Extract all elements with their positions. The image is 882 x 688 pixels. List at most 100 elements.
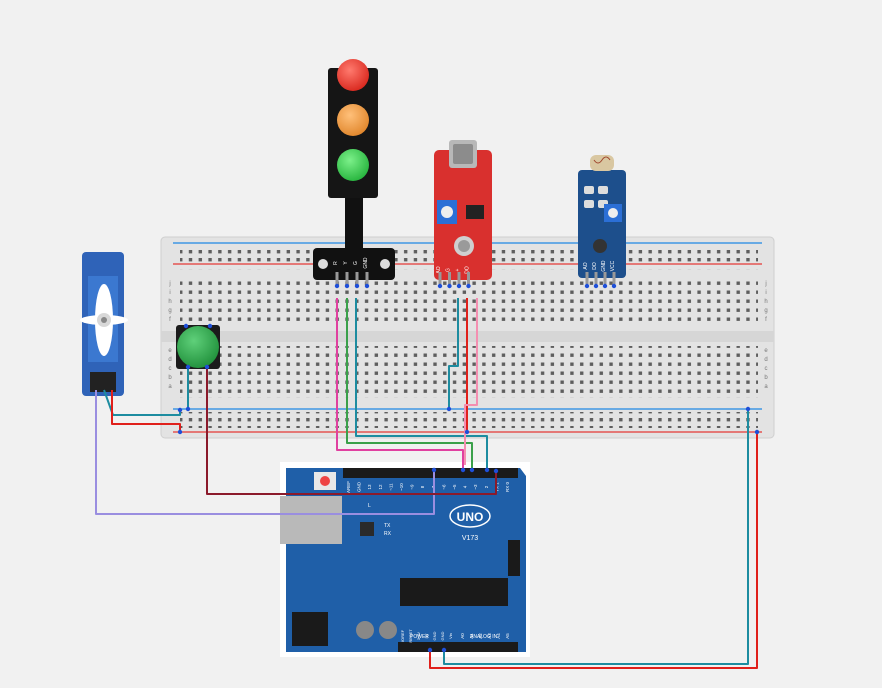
digital-pin-label: 13 — [367, 484, 372, 490]
light-sensor-pin-label: GND — [601, 260, 607, 272]
green-led — [337, 149, 369, 181]
wire-sound-pink[interactable] — [464, 298, 478, 465]
row-letter: g — [168, 308, 171, 314]
traffic-light-pin[interactable] — [335, 272, 339, 284]
wire-servo-teal[interactable] — [103, 389, 181, 416]
capacitor-icon — [356, 621, 374, 639]
row-letter: e — [764, 348, 768, 354]
sound-sensor-pin-connector[interactable] — [447, 283, 452, 289]
digital-header — [343, 468, 518, 478]
sound-sensor-pin[interactable] — [457, 272, 461, 284]
arduino-logo-text: UNO — [457, 510, 484, 524]
power-pin-label: GND — [432, 631, 437, 640]
wire-5v-red[interactable] — [429, 432, 758, 669]
light-sensor-pin[interactable] — [585, 272, 589, 284]
light-sensor-pin-label: AO — [583, 262, 589, 269]
row-letter: f — [169, 317, 171, 323]
traffic-light-pin-connector[interactable] — [364, 283, 370, 289]
light-sensor-pin[interactable] — [603, 272, 607, 284]
wire-servo-lavender[interactable] — [95, 390, 435, 515]
light-sensor-pin-connector[interactable] — [593, 283, 599, 289]
row-letter: g — [764, 308, 767, 314]
sound-sensor-pin-label: + — [455, 268, 461, 271]
arduino-model-text: V173 — [462, 535, 478, 542]
traffic-light-pin-connector[interactable] — [354, 283, 360, 289]
light-sensor-pin-connector[interactable] — [602, 283, 608, 289]
light-sensor-pin-connector[interactable] — [584, 283, 590, 289]
power-pin-label: GND — [440, 631, 445, 640]
l-label: L — [368, 503, 371, 509]
traffic-light-pin[interactable] — [345, 272, 349, 284]
atmega-chip-icon — [400, 578, 508, 606]
row-letter: i — [169, 290, 170, 296]
digital-pin-label: AREF — [346, 481, 351, 493]
light-sensor-pin-label: VCC — [610, 260, 616, 271]
sound-sensor-pin-label: G — [446, 268, 452, 272]
wire-sound-teal[interactable] — [448, 298, 459, 409]
rx-label: RX — [384, 531, 392, 537]
wire-tl-green-pink[interactable] — [336, 298, 464, 470]
row-letter: j — [168, 281, 170, 287]
usb-port-icon — [280, 496, 342, 544]
light-sensor-pin-connector[interactable] — [611, 283, 617, 289]
wire-tl-teal[interactable] — [355, 298, 488, 470]
sound-sensor-pin-label: AO — [436, 266, 442, 273]
button-cap — [177, 326, 219, 368]
traffic-light-pin-label: Y — [343, 261, 349, 265]
wire-tl-green[interactable] — [346, 298, 473, 470]
servo-motor[interactable] — [80, 252, 128, 396]
light-sensor-pin[interactable] — [612, 272, 616, 284]
power-jack-icon — [292, 612, 328, 646]
sound-sensor-pin-connector[interactable] — [456, 283, 462, 289]
photoresistor-icon — [590, 155, 614, 171]
row-letter: d — [764, 357, 767, 363]
power-pin-label: Vin — [448, 633, 453, 639]
tx-label: TX — [384, 523, 391, 529]
digital-pin-label: 12 — [378, 484, 383, 490]
sound-sensor-pin[interactable] — [467, 272, 470, 284]
digital-pin-label: ~3 — [473, 484, 478, 490]
sound-sensor-pin-connector[interactable] — [437, 283, 443, 289]
row-letter: a — [168, 384, 172, 390]
row-letter: d — [168, 357, 171, 363]
analog-label: ANALOG IN — [470, 634, 498, 640]
light-sensor-pin[interactable] — [594, 272, 598, 284]
wire-gnd-teal[interactable] — [443, 409, 749, 665]
sound-sensor-pin[interactable] — [438, 272, 442, 284]
traffic-light-pin[interactable] — [365, 272, 369, 284]
traffic-light-pin-connector[interactable] — [344, 283, 350, 289]
wire-button-darkred[interactable] — [206, 367, 497, 495]
push-button[interactable] — [176, 325, 220, 369]
traffic-light-pin-connector[interactable] — [334, 283, 340, 289]
sound-sensor-pin[interactable] — [448, 272, 451, 284]
row-letter: b — [168, 375, 172, 381]
wires — [95, 298, 758, 669]
row-letter: c — [169, 366, 172, 372]
wire-endpoints — [177, 323, 760, 653]
traffic-light-pin-label: GND — [363, 257, 369, 269]
row-letter: e — [168, 348, 172, 354]
sound-sensor-pin-connector[interactable] — [466, 283, 471, 289]
amber-led — [337, 104, 369, 136]
traffic-light-pin-label: G — [353, 261, 359, 265]
wire-servo-red[interactable] — [111, 390, 181, 432]
bottom-terminal-holes — [180, 346, 758, 393]
row-letter: f — [765, 317, 767, 323]
digital-pin-label: ~6 — [441, 484, 446, 490]
row-letter: h — [764, 299, 767, 305]
analog-pin-label: A0 — [460, 633, 465, 639]
power-pin-label: IOREF — [400, 629, 405, 642]
red-led — [337, 59, 369, 91]
power-pin-label: 5V — [424, 633, 429, 638]
row-letter: c — [765, 366, 768, 372]
analog-pin-label: A4 — [496, 633, 501, 639]
analog-pin-label: A1 — [469, 633, 474, 639]
light-sensor-pin-label: DO — [592, 262, 598, 270]
traffic-light-pin[interactable] — [355, 272, 359, 284]
